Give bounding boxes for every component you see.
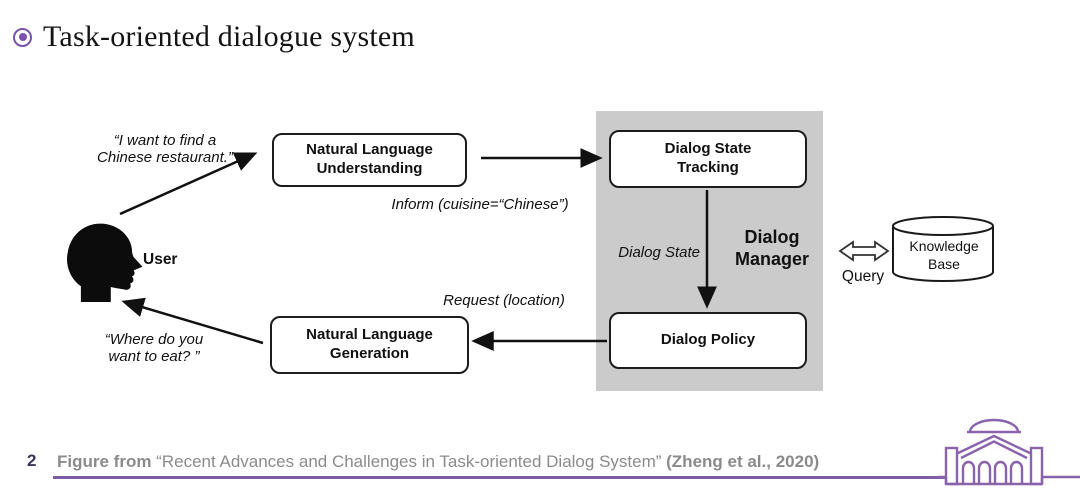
footer-authors: (Zheng et al., 2020): [666, 452, 820, 471]
nlu-label-line1: Natural Language: [306, 141, 433, 159]
footer-divider: [53, 476, 946, 479]
arrow-nlg-to-user: [121, 297, 264, 345]
footer-prefix: Figure from: [57, 452, 157, 471]
utterance-out-line1: “Where do you: [104, 331, 204, 348]
utterance-out-line2: want to eat? ”: [108, 348, 200, 366]
page-number: 2: [27, 451, 37, 470]
dialog-policy-label: Dialog Policy: [660, 331, 756, 349]
inform-label: Inform (cuisine=“Chinese”): [391, 196, 569, 213]
arrow-user-to-nlu: [119, 152, 258, 216]
nlg-label-line2: Generation: [329, 345, 410, 362]
utterance-in-line2: Chinese restaurant.”: [97, 149, 233, 167]
dialog-manager-line2: Manager: [734, 248, 810, 269]
user-label: User: [143, 251, 178, 268]
kb-label-line1: Knowledge: [909, 238, 979, 254]
title-row: Task-oriented dialogue system: [13, 20, 415, 54]
nlg-label-line1: Natural Language: [306, 326, 433, 344]
page-title: Task-oriented dialogue system: [43, 20, 415, 53]
utterance-in-line1: “I want to find a: [113, 132, 217, 149]
footer-citation: Figure from “Recent Advances and Challen…: [57, 452, 819, 472]
dst-label-line1: Dialog State: [664, 140, 752, 158]
kb-label-line2: Base: [928, 255, 960, 272]
nlu-box: Natural Language Understanding: [272, 133, 467, 187]
double-arrow-icon: [838, 240, 890, 262]
rotunda-logo: [938, 412, 1080, 494]
footer-quote: “Recent Advances and Challenges in Task-…: [156, 452, 667, 471]
dialog-manager-line1: Dialog: [744, 227, 800, 247]
dialog-policy-box: Dialog Policy: [609, 312, 807, 369]
dst-label-line2: Tracking: [677, 159, 739, 176]
user-utterance-in: “I want to find a Chinese restaurant.”: [75, 132, 255, 167]
request-label: Request (location): [443, 292, 565, 309]
system-utterance-out: “Where do you want to eat? ”: [70, 331, 238, 366]
knowledge-base-label: Knowledge Base: [886, 238, 1002, 273]
query-label: Query: [841, 268, 885, 285]
database-cylinder-icon: [892, 216, 994, 282]
nlg-box: Natural Language Generation: [270, 316, 469, 374]
radio-bullet-icon: [13, 27, 32, 47]
dialog-manager-label: Dialog Manager: [718, 227, 826, 270]
dialog-state-label: Dialog State: [618, 244, 700, 261]
dialog-state-tracking-box: Dialog State Tracking: [609, 130, 807, 188]
nlu-label-line2: Understanding: [316, 160, 423, 177]
user-head-icon: [67, 223, 143, 302]
